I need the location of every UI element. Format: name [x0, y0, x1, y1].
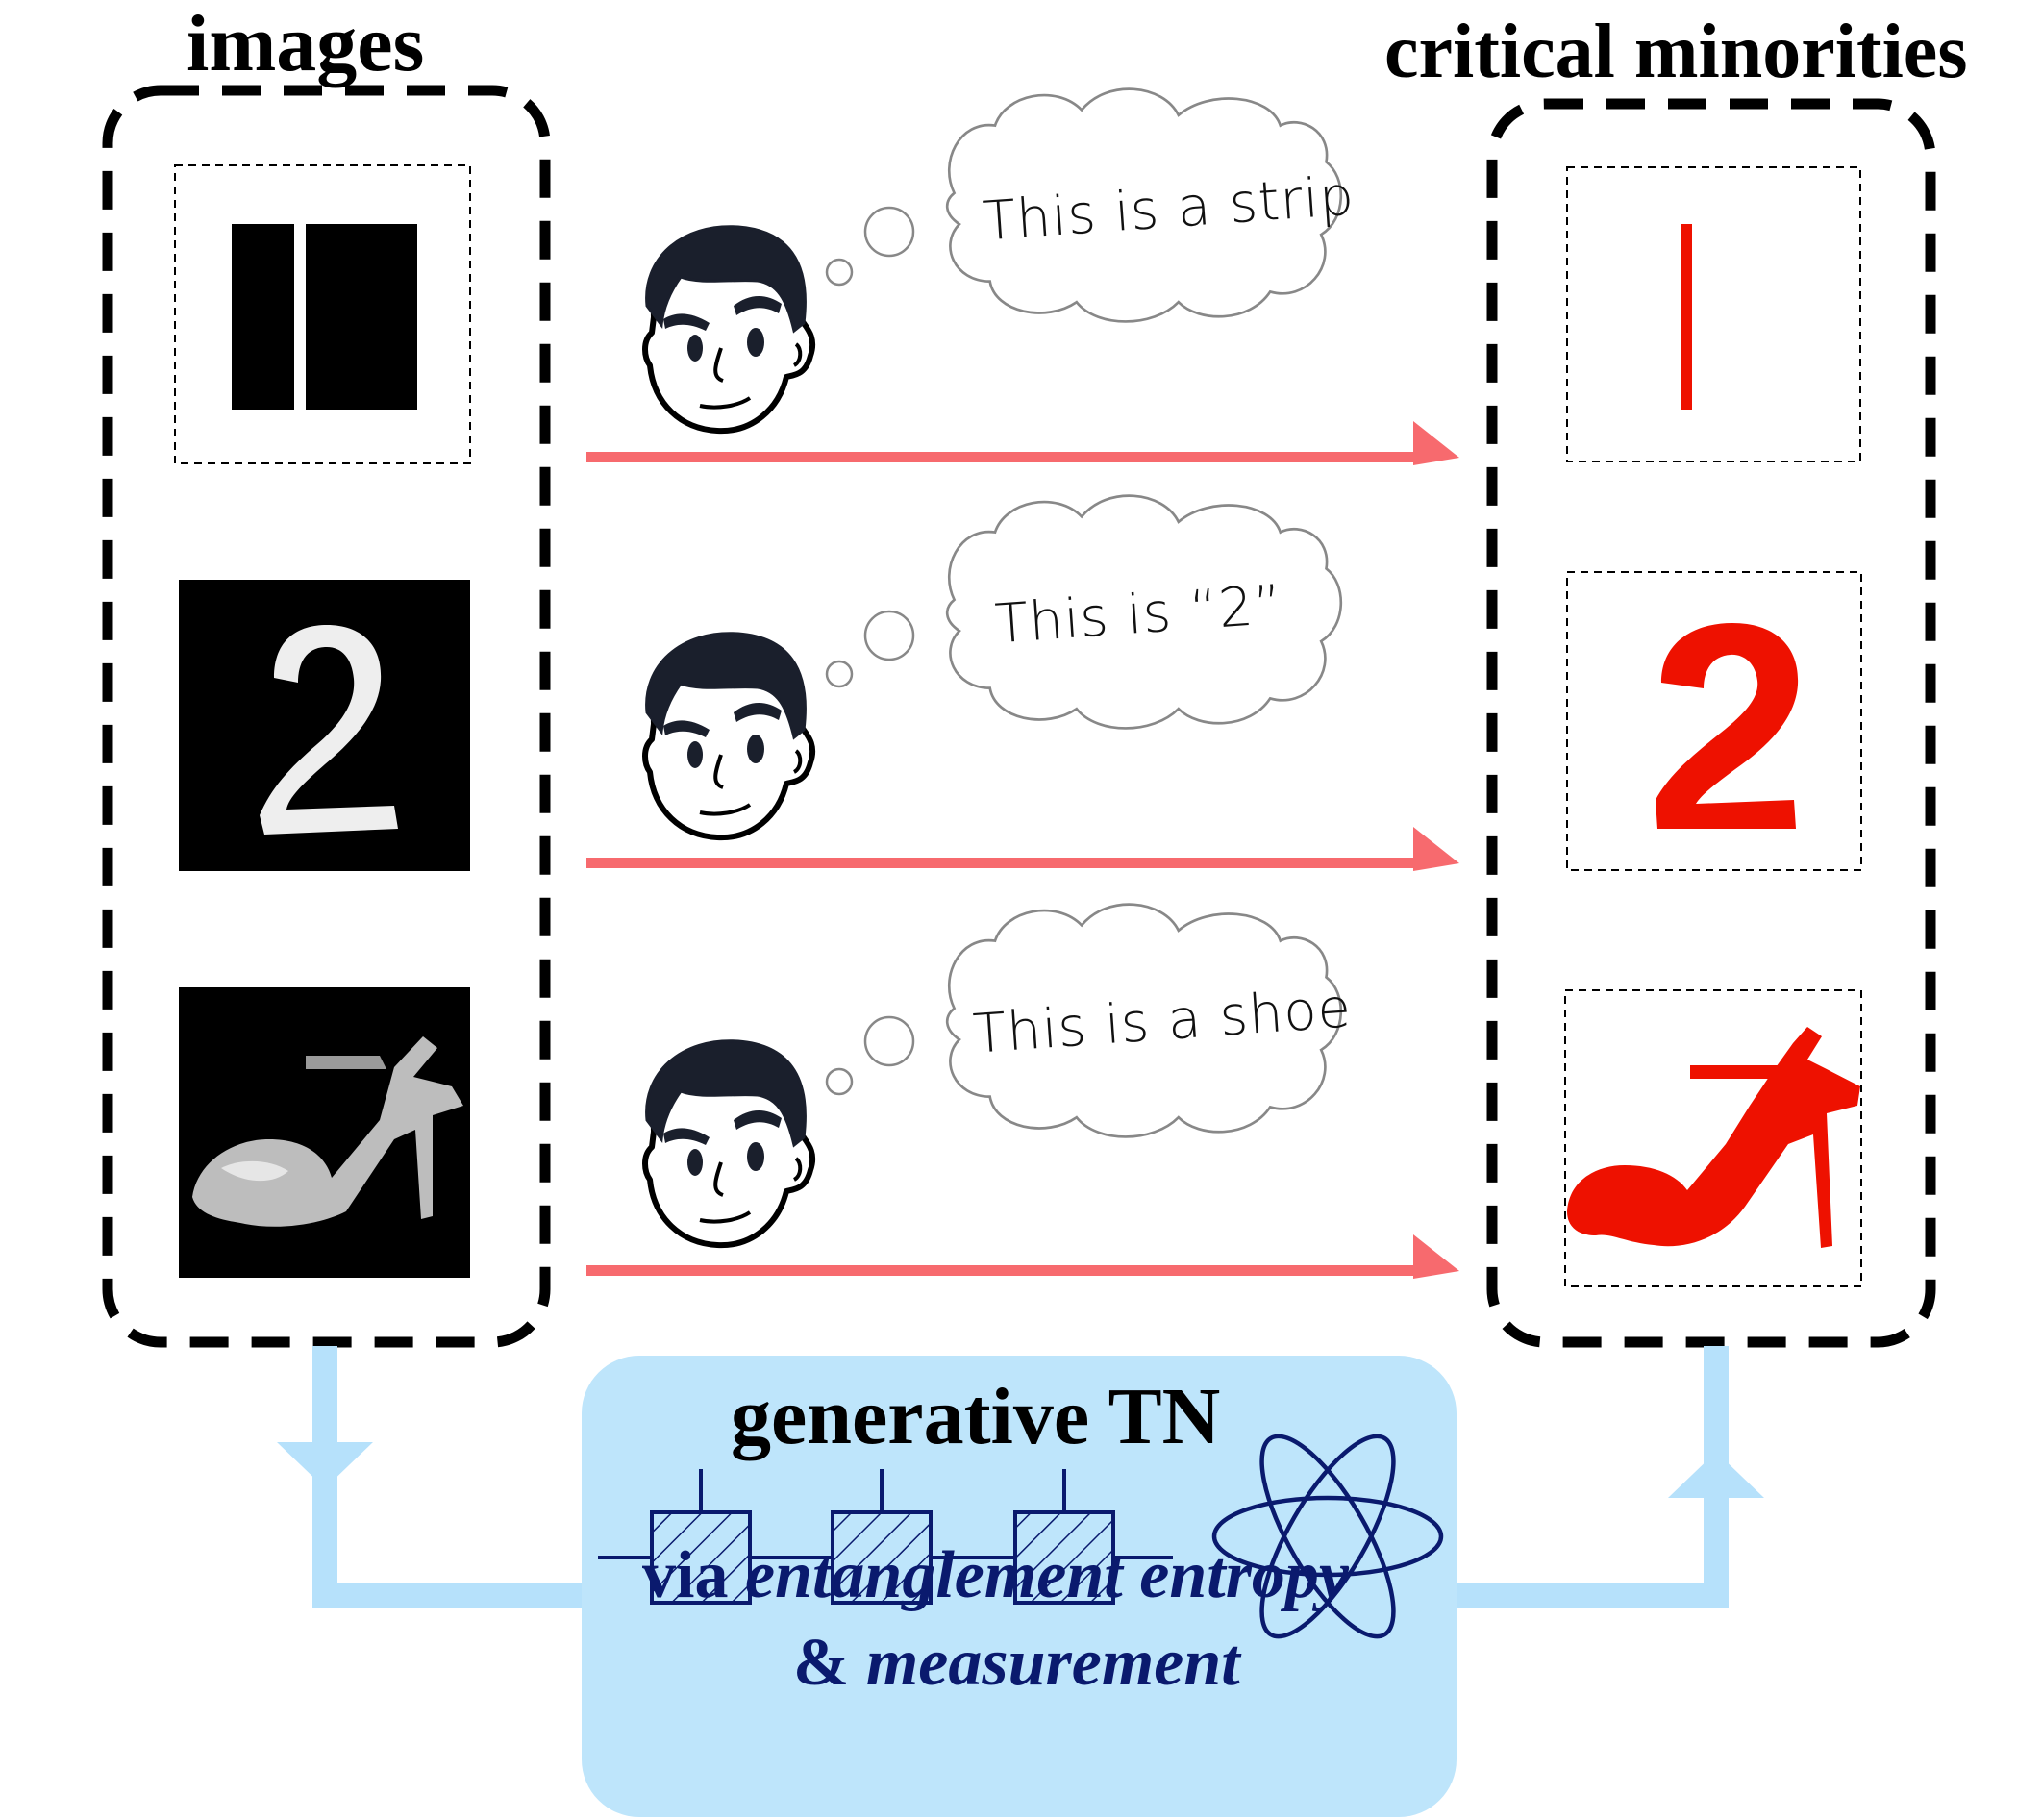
generative-tn-title: generative TN: [731, 1372, 1221, 1461]
input-strip-bar-right: [306, 224, 417, 410]
red-arrows: [586, 421, 1459, 1279]
blue-flow: [277, 1346, 1764, 1608]
critical-minorities-title: critical minorities: [1384, 10, 1968, 94]
output-strip-frame: [1566, 166, 1861, 462]
thinking-person-2: [645, 634, 812, 837]
tensor-node-2-icon: [831, 1510, 933, 1605]
caption-line-2: & measurement: [793, 1630, 1240, 1697]
tensor-node-1-icon: [650, 1510, 752, 1605]
tensor-node-3-icon: [1013, 1510, 1115, 1605]
caption-measurement: measurement: [865, 1626, 1240, 1700]
output-shoe-glyph: [1567, 1027, 1860, 1248]
images-title: images: [187, 0, 425, 88]
thinking-person-1: [645, 227, 812, 431]
input-strip-frame: [174, 164, 471, 464]
thought-dots-3: [825, 1015, 915, 1096]
output-strip-bar: [1681, 224, 1692, 410]
output-digit-2-glyph: [1656, 623, 1799, 829]
input-shoe-glyph: [192, 1036, 463, 1227]
caption-ampersand: &: [793, 1626, 850, 1700]
minorities-container: [1486, 98, 1936, 1348]
input-strip-bar-left: [232, 224, 294, 410]
images-container: [102, 85, 551, 1348]
thought-dots-2: [825, 610, 915, 688]
input-digit-2-glyph: [260, 625, 398, 835]
tensor-network: [598, 1469, 1173, 1605]
atom-icon: [1211, 1434, 1444, 1639]
thinking-person-3: [645, 1041, 812, 1245]
thought-dots-1: [825, 206, 915, 287]
caption-line-1: via entanglement entropy: [642, 1542, 1349, 1609]
caption-entanglement-entropy: entanglement entropy: [744, 1538, 1350, 1612]
caption-via: via: [642, 1538, 729, 1612]
